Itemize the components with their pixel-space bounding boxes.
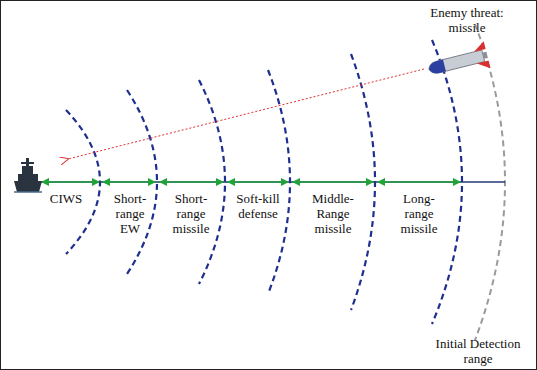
range-arrow [42,181,99,183]
range-arrow [160,181,223,183]
range-arcs [66,24,505,340]
range-arrow [228,181,288,183]
range-axis [38,181,505,183]
layer-label: Short-range EW [108,191,152,236]
range-arrows [42,181,460,183]
layer-label: Middle-Range missile [305,191,361,236]
layer-label: Soft-kill defense [228,191,288,221]
detection-label: Initial Detection range [426,336,530,366]
layer-label: Short-range missile [166,191,216,236]
threat-trajectory [68,69,424,159]
range-arrow [293,181,373,183]
threat-label: Enemy threat: missile [412,5,522,35]
range-arrow [103,181,155,183]
missile-icon [426,41,491,83]
layer-label: Long-range missile [394,191,444,236]
layer-label: CIWS [38,191,94,206]
range-arrow [378,181,460,183]
ship-icon [14,158,42,192]
